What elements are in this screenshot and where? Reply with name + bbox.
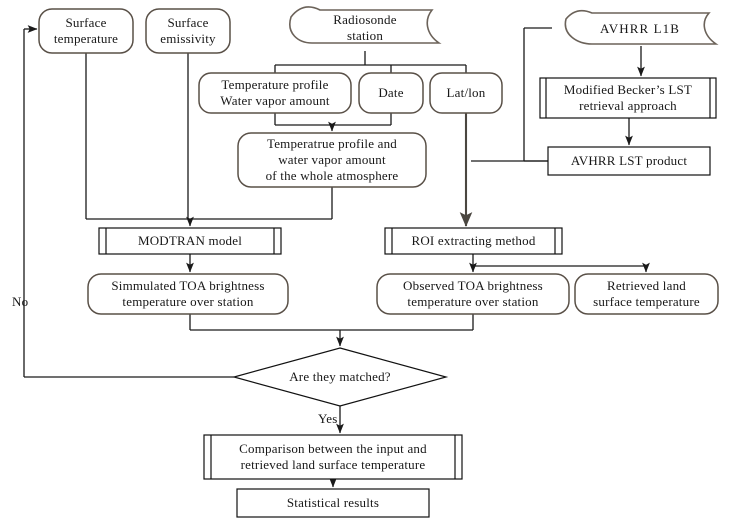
node-shape-simulated-toa-brightness[interactable]: [87, 273, 289, 315]
node-shape-modtran-model[interactable]: [98, 227, 282, 255]
node-shape-modified-beckers-lst[interactable]: [539, 77, 717, 119]
node-shape-comparison-input-retrieved[interactable]: [203, 434, 463, 480]
node-shape-temperature-profile-water-vapor[interactable]: [198, 72, 352, 114]
node-shape-date[interactable]: [358, 72, 424, 114]
node-shape-are-they-matched[interactable]: [231, 347, 449, 407]
node-shape-avhrr-lst-product[interactable]: [547, 146, 711, 176]
node-shape-roi-extracting-method[interactable]: [384, 227, 563, 255]
node-shape-observed-toa-brightness[interactable]: [376, 273, 570, 315]
node-shape-temperature-profile-whole-atmosphere[interactable]: [237, 132, 427, 188]
node-shape-lat-lon[interactable]: [429, 72, 503, 114]
node-shape-radiosonde-station[interactable]: [289, 6, 442, 44]
node-shape-statistical-results[interactable]: [236, 488, 430, 518]
node-shape-retrieved-land-surface-temperature[interactable]: [574, 273, 719, 315]
edge-label-no: No: [12, 294, 29, 309]
edge-label-yes: Yes: [318, 411, 338, 426]
node-shape-surface-emissivity[interactable]: [145, 8, 231, 54]
node-shape-avhrr-l1b[interactable]: [564, 9, 719, 45]
node-shape-surface-temperature[interactable]: [38, 8, 134, 54]
